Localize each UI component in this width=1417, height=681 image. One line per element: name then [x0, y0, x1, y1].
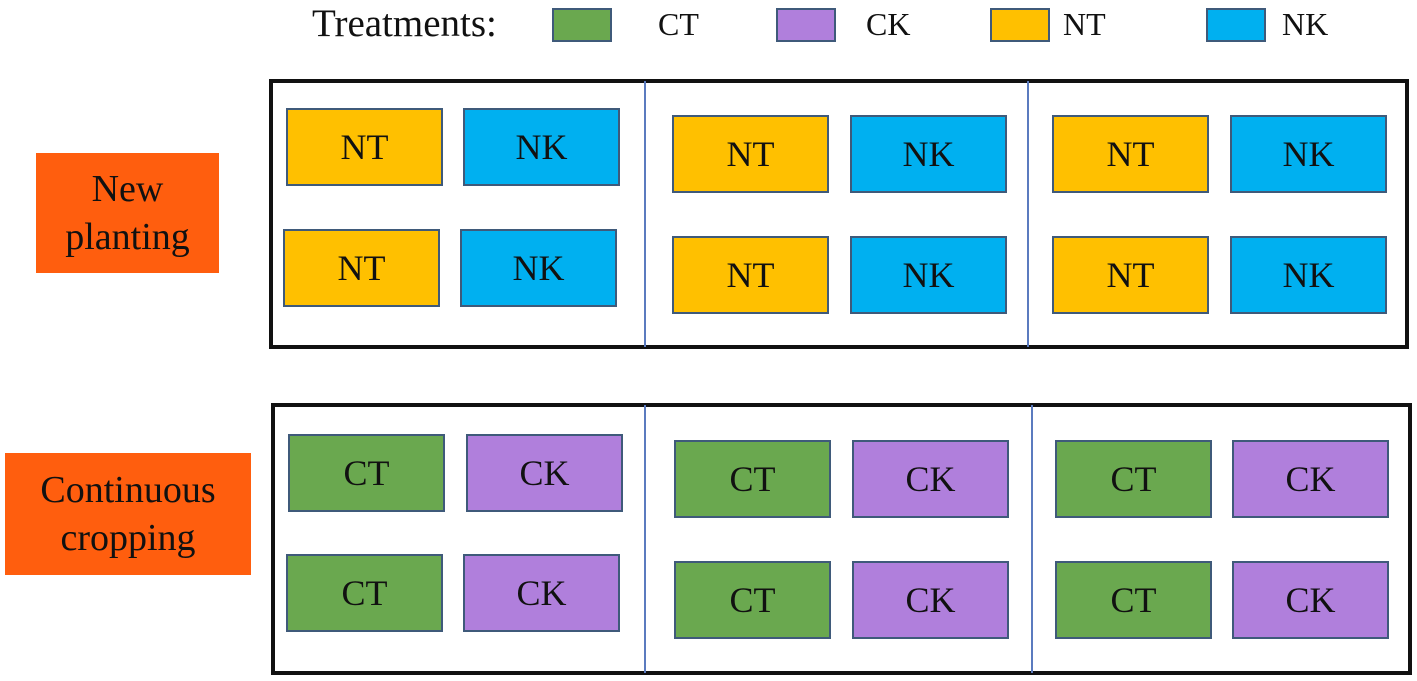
plot-new-b3-1: NT	[1052, 115, 1209, 193]
plot-cc-b2-1: CT	[674, 440, 831, 518]
frame-divider	[1027, 81, 1029, 347]
legend-title: Treatments:	[312, 2, 497, 45]
plot-cc-b1-3: CT	[286, 554, 443, 632]
frame-divider	[1031, 405, 1033, 673]
legend-swatch-nk	[1206, 8, 1266, 42]
legend-label-nt: NT	[1063, 6, 1106, 42]
plot-cc-b1-4: CK	[463, 554, 620, 632]
legend-label-ct: CT	[658, 6, 699, 42]
legend-label-ck: CK	[866, 6, 911, 42]
frame-continuous-cropping	[271, 403, 1412, 675]
legend-swatch-ck	[776, 8, 836, 42]
frame-divider	[644, 405, 646, 673]
plot-new-b2-1: NT	[672, 115, 829, 193]
plot-cc-b2-3: CT	[674, 561, 831, 639]
plot-cc-b2-4: CK	[852, 561, 1009, 639]
plot-new-b2-4: NK	[850, 236, 1007, 314]
plot-new-b3-2: NK	[1230, 115, 1387, 193]
group-label-line2: cropping	[60, 517, 196, 559]
plot-new-b1-1: NT	[286, 108, 443, 186]
plot-cc-b1-2: CK	[466, 434, 623, 512]
plot-cc-b1-1: CT	[288, 434, 445, 512]
legend-swatch-ct	[552, 8, 612, 42]
plot-cc-b3-4: CK	[1232, 561, 1389, 639]
group-label-continuous-cropping: Continuous cropping	[5, 453, 251, 575]
plot-new-b3-3: NT	[1052, 236, 1209, 314]
plot-cc-b3-3: CT	[1055, 561, 1212, 639]
plot-new-b2-2: NK	[850, 115, 1007, 193]
frame-new-planting	[269, 79, 1409, 349]
plot-cc-b3-1: CT	[1055, 440, 1212, 518]
plot-cc-b3-2: CK	[1232, 440, 1389, 518]
plot-new-b1-2: NK	[463, 108, 620, 186]
plot-new-b2-3: NT	[672, 236, 829, 314]
plot-new-b1-4: NK	[460, 229, 617, 307]
plot-new-b1-3: NT	[283, 229, 440, 307]
plot-cc-b2-2: CK	[852, 440, 1009, 518]
legend-label-nk: NK	[1282, 6, 1329, 42]
frame-divider	[644, 81, 646, 347]
group-label-line2: planting	[65, 216, 190, 258]
group-label-line1: Continuous	[40, 469, 216, 511]
group-label-line1: New	[91, 168, 164, 210]
plot-new-b3-4: NK	[1230, 236, 1387, 314]
group-label-new-planting: New planting	[36, 153, 219, 273]
legend-swatch-nt	[990, 8, 1050, 42]
